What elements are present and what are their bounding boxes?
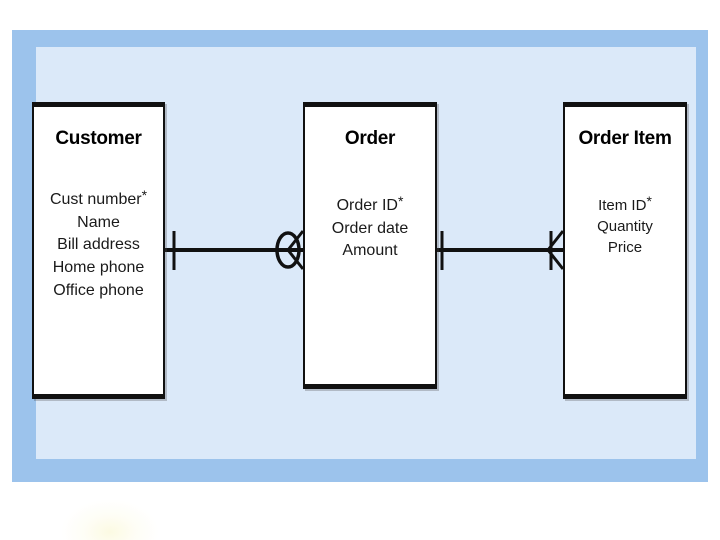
attribute-cust-number: Cust number* bbox=[38, 186, 159, 212]
attribute-list-order-item: Item ID* Quantity Price bbox=[565, 192, 685, 259]
cardinality-crowsfoot-order bbox=[286, 230, 305, 270]
attribute-label: Name bbox=[77, 213, 120, 231]
entity-box-customer[interactable]: Customer Cust number* Name Bill address … bbox=[32, 102, 165, 399]
attribute-label: Order ID bbox=[336, 196, 398, 214]
attribute-order-date: Order date bbox=[309, 218, 431, 241]
entity-box-order[interactable]: Order Order ID* Order date Amount bbox=[303, 102, 437, 389]
attribute-home-phone: Home phone bbox=[38, 257, 159, 280]
attribute-label: Price bbox=[607, 239, 643, 257]
attribute-label: Order date bbox=[331, 219, 409, 237]
attribute-label: Quantity bbox=[597, 218, 653, 236]
primary-key-marker: * bbox=[646, 192, 652, 209]
relationship-order-orderitem bbox=[437, 230, 565, 270]
entity-box-order-item[interactable]: Order Item Item ID* Quantity Price bbox=[563, 102, 687, 399]
attribute-label: Bill address bbox=[57, 236, 140, 254]
cardinality-zero-circle-order bbox=[275, 231, 301, 269]
attribute-bill-address: Bill address bbox=[38, 234, 159, 257]
entity-title-customer: Customer bbox=[55, 128, 142, 149]
attribute-label: Cust number bbox=[49, 190, 142, 208]
cardinality-crowsfoot-orderitem bbox=[546, 230, 565, 270]
attribute-list-order: Order ID* Order date Amount bbox=[305, 192, 435, 263]
attribute-name: Name bbox=[38, 212, 159, 235]
attribute-quantity: Quantity bbox=[569, 216, 681, 237]
attribute-item-id: Item ID* bbox=[569, 192, 681, 216]
attribute-price: Price bbox=[569, 237, 681, 258]
attribute-label: Item ID bbox=[598, 196, 647, 214]
entity-title-order: Order bbox=[344, 128, 396, 149]
attribute-order-id: Order ID* bbox=[309, 192, 431, 218]
attribute-label: Office phone bbox=[53, 281, 144, 299]
attribute-label: Home phone bbox=[52, 259, 145, 277]
primary-key-marker: * bbox=[141, 186, 148, 203]
relationship-customer-order bbox=[165, 230, 305, 270]
attribute-amount: Amount bbox=[309, 240, 431, 263]
primary-key-marker: * bbox=[397, 192, 404, 209]
attribute-label: Amount bbox=[342, 242, 398, 260]
attribute-office-phone: Office phone bbox=[38, 280, 159, 303]
attribute-list-customer: Cust number* Name Bill address Home phon… bbox=[34, 186, 163, 303]
entity-title-order-item: Order Item bbox=[578, 128, 672, 149]
